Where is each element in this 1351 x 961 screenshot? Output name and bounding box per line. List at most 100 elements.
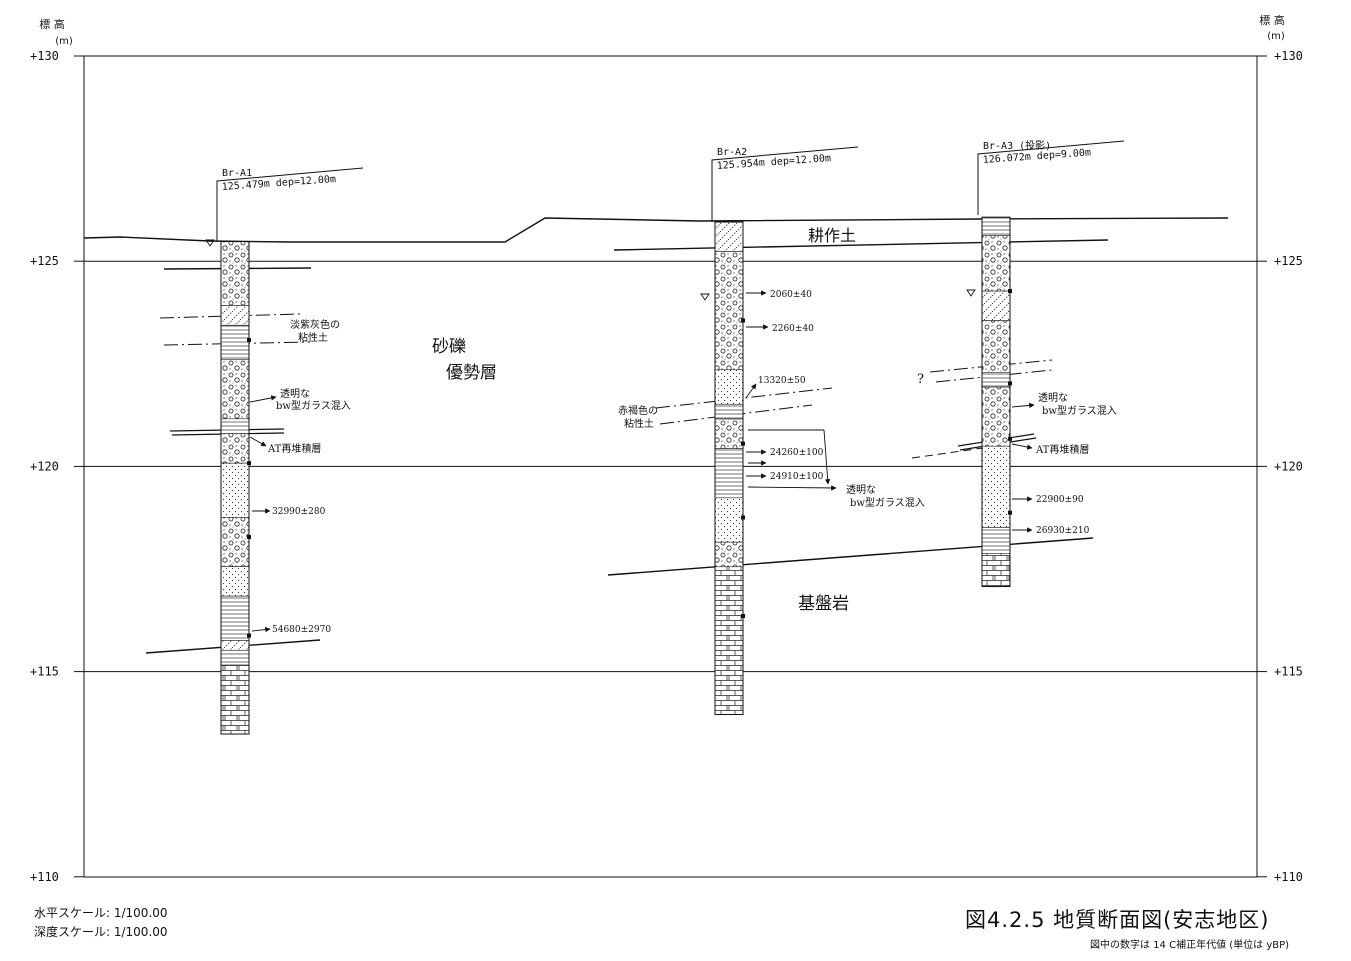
note-a2-clay-1: 赤褐色の bbox=[618, 404, 658, 417]
elevation-gridlines bbox=[84, 260, 1257, 673]
lithology-segment bbox=[981, 216, 1011, 236]
layer-label-gravel: 砂礫 bbox=[432, 337, 466, 357]
sample-marker bbox=[1008, 436, 1012, 441]
lithology-segment bbox=[220, 241, 250, 306]
tick-label-left: +130 bbox=[30, 49, 59, 63]
lithology-segment bbox=[714, 251, 744, 371]
tick-label-left: +125 bbox=[30, 254, 59, 268]
sample-marker bbox=[247, 535, 251, 540]
lithology-segment bbox=[220, 650, 250, 666]
lithology-segment bbox=[714, 541, 744, 568]
tick-label-right: +115 bbox=[1274, 665, 1303, 679]
lithology-segment bbox=[220, 566, 250, 597]
age-a2-2: 2260±40 bbox=[772, 324, 814, 334]
age-a2-4: 24260±100 bbox=[770, 448, 824, 458]
lithology-segment bbox=[714, 566, 744, 715]
sample-marker bbox=[741, 441, 745, 446]
layer-label-topsoil: 耕作土 bbox=[808, 226, 856, 245]
borehole-column-a1 bbox=[220, 241, 251, 735]
lithology-segment bbox=[220, 305, 250, 326]
borehole-column-a2 bbox=[714, 221, 745, 716]
borehole-header-a1: Br-A1 125.479m dep=12.00m bbox=[216, 167, 364, 242]
annotations-a3: ? 透明な bw型ガラス混入 AT再堆積層 22900±90 26930±210 bbox=[917, 372, 1117, 536]
borehole-header-a3: Br-A3 (投影) 126.072m dep=9.00m bbox=[977, 139, 1125, 215]
lithology-segment bbox=[981, 553, 1011, 587]
lithology-segment bbox=[714, 221, 744, 252]
lithology-segment bbox=[714, 403, 744, 420]
groundwater-markers bbox=[205, 239, 976, 301]
sample-marker bbox=[741, 515, 745, 520]
tick-label-right: +125 bbox=[1274, 254, 1303, 268]
water-level-icon bbox=[205, 239, 215, 247]
note-a3-at: AT再堆積層 bbox=[1035, 443, 1089, 456]
elevation-ticks-right: +130 +125 +120 +115 +110 bbox=[1257, 49, 1303, 884]
age-a2-5: 24910±100 bbox=[770, 472, 824, 482]
borehole-name-a2: Br-A2 bbox=[717, 147, 747, 158]
elevation-label-right: 標 高 bbox=[1259, 13, 1285, 27]
clay-lens-top-a2 bbox=[655, 387, 833, 409]
note-a2-clay-2: 粘性土 bbox=[624, 417, 654, 430]
figure-note: 図中の数字は 14 C補正年代値 (単位は yBP) bbox=[1090, 940, 1290, 951]
tick-label-left: +120 bbox=[30, 459, 59, 473]
note-a1-clay-1: 淡紫灰色の bbox=[290, 318, 340, 331]
lithology-segment bbox=[981, 320, 1011, 373]
sample-marker bbox=[247, 461, 251, 466]
ground-surface-line bbox=[83, 217, 1229, 243]
lithology-segment bbox=[714, 448, 744, 499]
note-a1-at: AT再堆積層 bbox=[267, 442, 321, 455]
sample-marker bbox=[1008, 289, 1012, 294]
lithology-segment bbox=[981, 372, 1011, 388]
lithology-segment bbox=[714, 418, 744, 449]
note-a2-glass-2: bw型ガラス混入 bbox=[850, 496, 925, 509]
elevation-unit-left: (m) bbox=[55, 36, 73, 47]
lithology-segment bbox=[220, 359, 250, 420]
note-a1-glass-2: bw型ガラス混入 bbox=[276, 399, 351, 412]
layer-label-bedrock: 基盤岩 bbox=[798, 594, 849, 614]
age-a1-2: 54680±2970 bbox=[272, 625, 331, 635]
lithology-segment bbox=[714, 497, 744, 543]
borehole-outline bbox=[220, 241, 250, 735]
elevation-unit-right: (m) bbox=[1267, 31, 1285, 42]
lithology-segment bbox=[220, 462, 250, 518]
horizontal-scale: 水平スケール: 1/100.00 bbox=[34, 906, 168, 920]
sample-marker bbox=[1008, 381, 1012, 386]
sample-marker bbox=[247, 633, 251, 638]
tick-label-left: +110 bbox=[30, 870, 59, 884]
figure-title: 図4.2.5 地質断面図(安志地区) bbox=[965, 908, 1270, 932]
tick-label-right: +110 bbox=[1274, 870, 1303, 884]
lithology-segment bbox=[220, 517, 250, 567]
note-a2-glass-1: 透明な bbox=[846, 484, 876, 496]
lithology-segment bbox=[220, 664, 250, 735]
lithology-segment bbox=[220, 640, 250, 651]
borehole-outline bbox=[981, 216, 1011, 588]
lithology-segment bbox=[220, 433, 250, 464]
water-level-icon bbox=[966, 289, 976, 297]
tick-label-right: +120 bbox=[1274, 459, 1303, 473]
note-a1-clay-2: 粘性土 bbox=[298, 331, 328, 344]
lithology-segment bbox=[714, 369, 744, 405]
water-level-icon bbox=[700, 293, 710, 301]
lithology-segment bbox=[220, 324, 250, 361]
borehole-name-a1: Br-A1 bbox=[222, 168, 252, 179]
note-a3-question: ? bbox=[917, 372, 924, 387]
at-bed-a3-dashed bbox=[911, 446, 991, 459]
sample-marker bbox=[741, 614, 745, 619]
vertical-scale: 深度スケール: 1/100.00 bbox=[34, 925, 168, 939]
age-a3-1: 22900±90 bbox=[1036, 495, 1084, 505]
age-a2-1: 2060±40 bbox=[770, 290, 812, 300]
lithology-segment bbox=[981, 527, 1011, 554]
borehole-name-a3: Br-A3 (投影) bbox=[983, 139, 1051, 152]
lithology-segment bbox=[220, 418, 250, 434]
note-a3-glass-1: 透明な bbox=[1038, 392, 1068, 404]
annotations-a2: 2060±40 2260±40 13320±50 赤褐色の 粘性土 24260±… bbox=[618, 290, 925, 509]
topsoil-base-line bbox=[613, 239, 1109, 251]
tick-label-right: +130 bbox=[1274, 49, 1303, 63]
borehole-outline bbox=[714, 221, 744, 716]
age-a1-1: 32990±280 bbox=[272, 507, 326, 517]
sample-marker bbox=[1008, 510, 1012, 515]
lithology-segment bbox=[981, 386, 1011, 447]
tick-label-left: +115 bbox=[30, 665, 59, 679]
note-a1-glass-1: 透明な bbox=[280, 388, 310, 400]
lithology-segment bbox=[981, 445, 1011, 528]
